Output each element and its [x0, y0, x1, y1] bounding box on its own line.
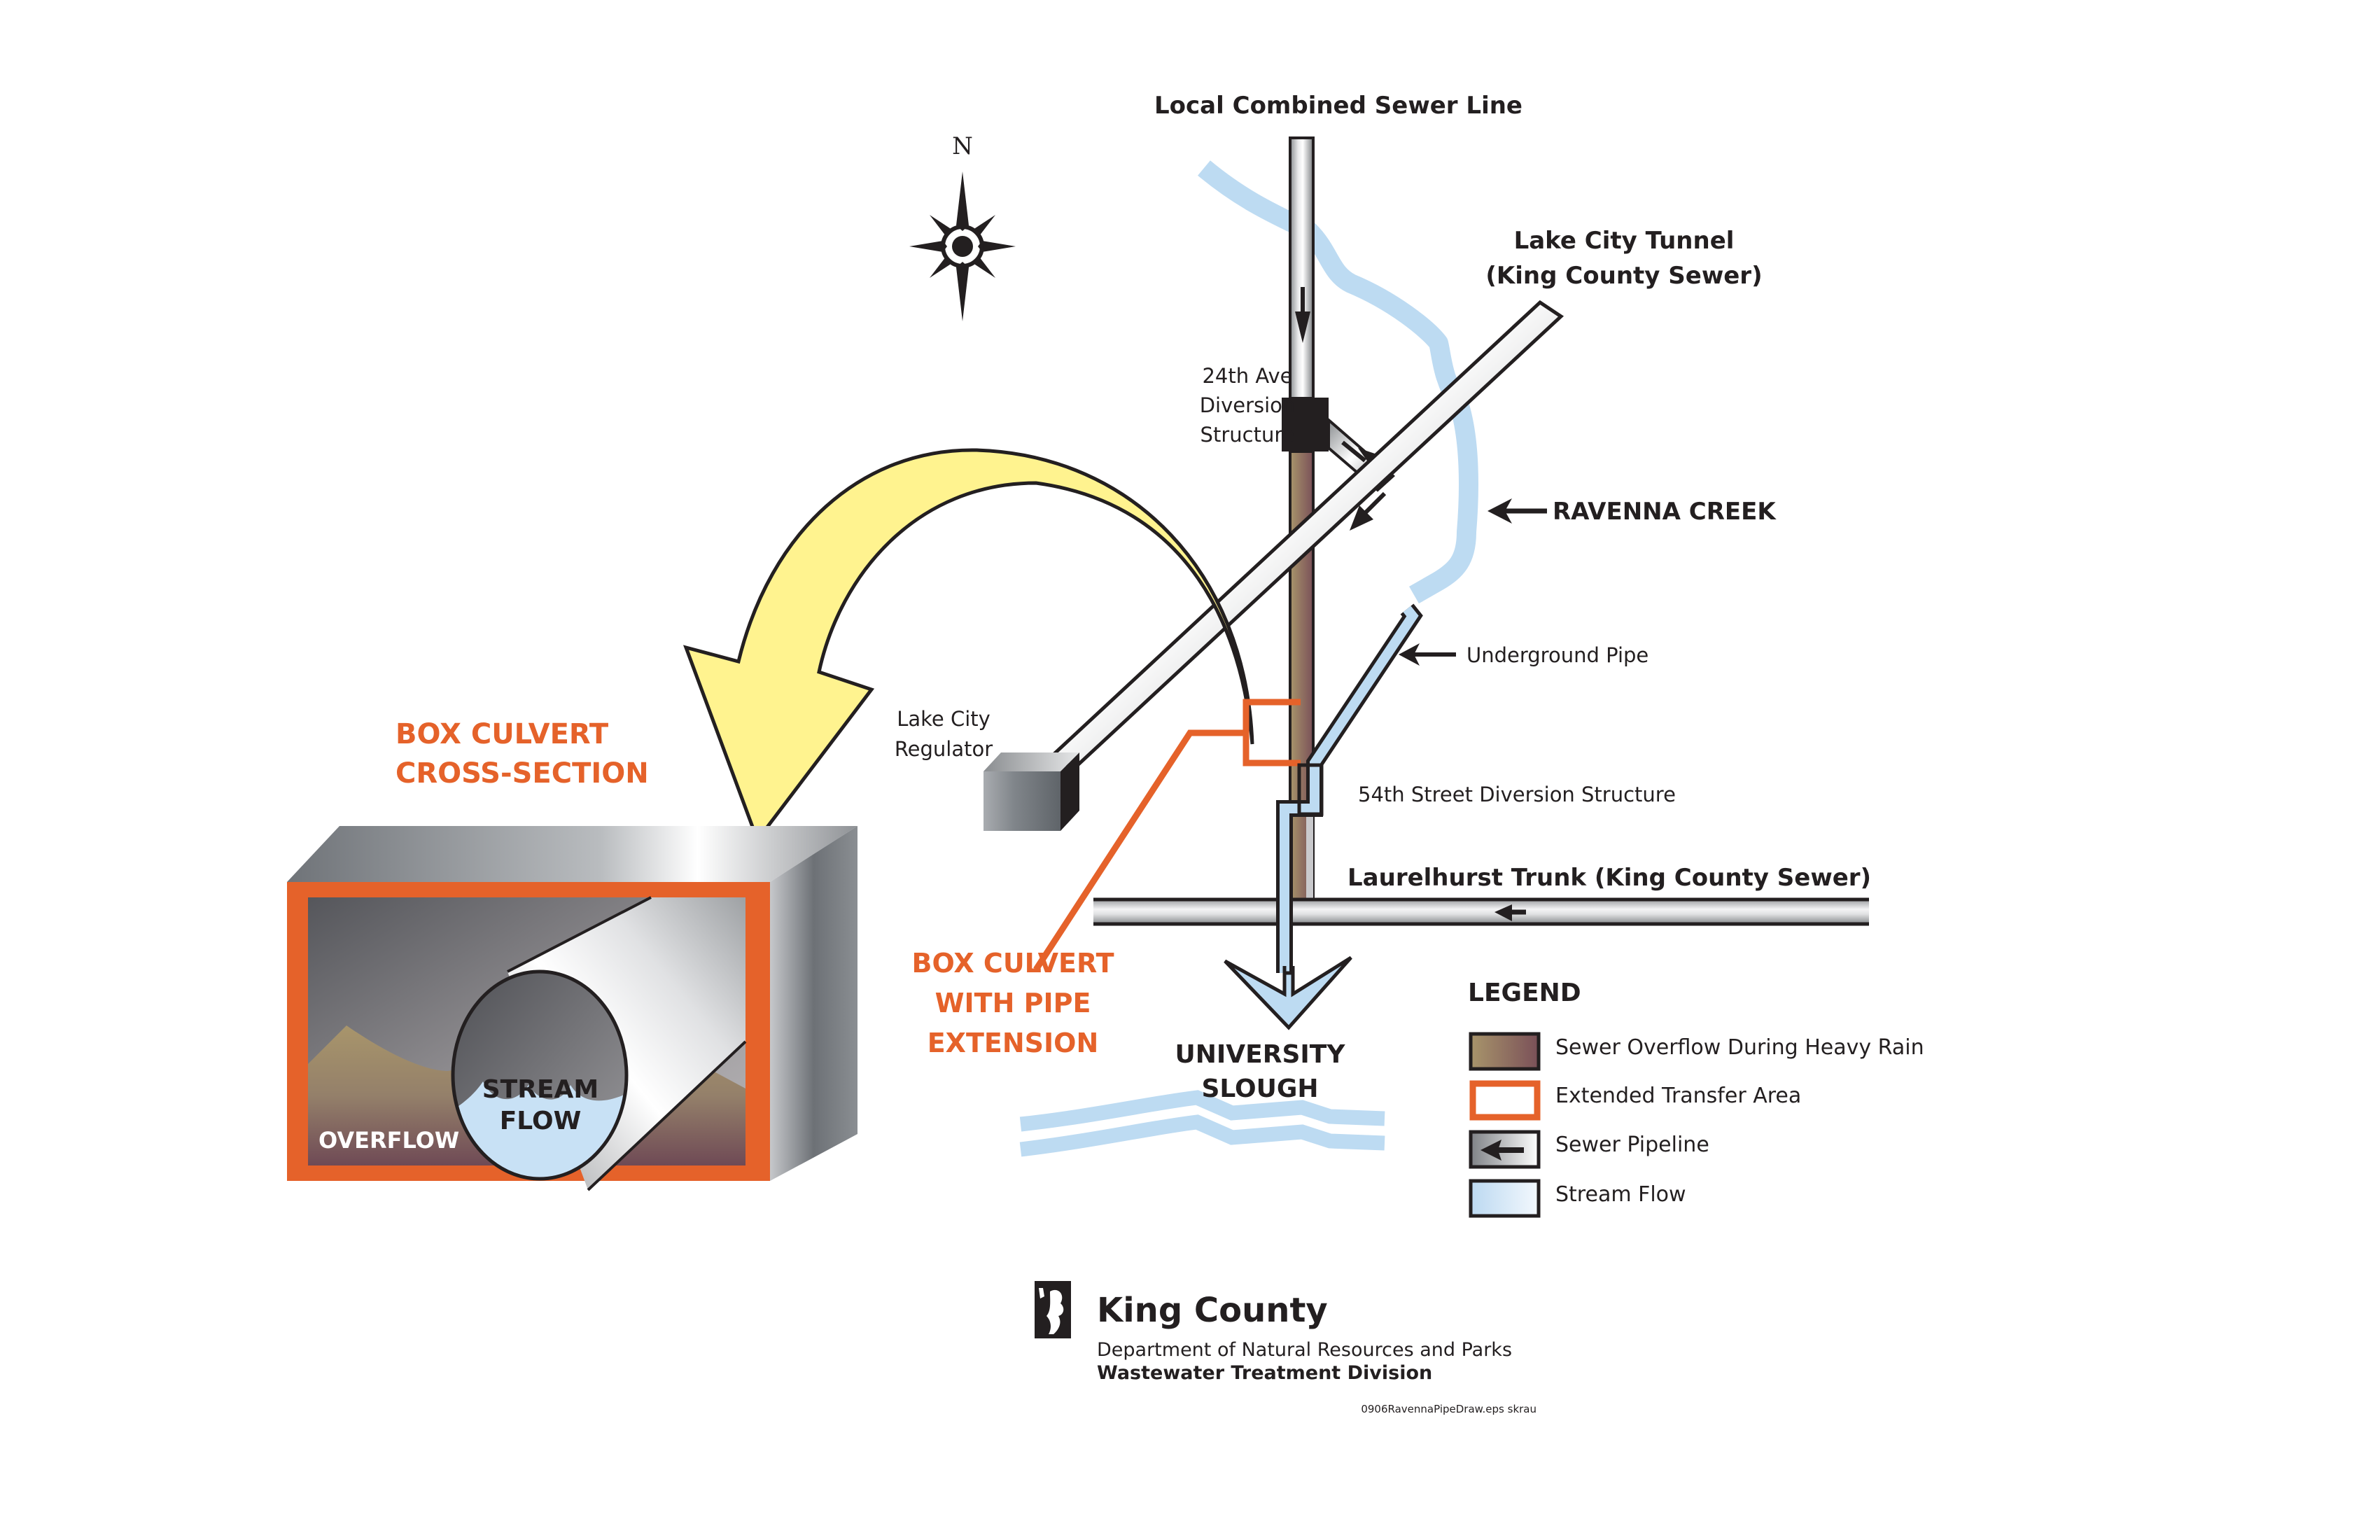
underground-pipe-pointer-icon	[1399, 643, 1456, 666]
label-ravenna-creek: RAVENNA CREEK	[1553, 498, 1777, 526]
legend-arrow-icon	[1480, 1140, 1524, 1161]
label-box-culvert-pipe-1: BOX CULVERT	[911, 948, 1114, 979]
flow-arrow-left-icon	[1494, 904, 1526, 921]
flow-arrow-down-icon	[1295, 287, 1310, 343]
label-box-culvert-pipe-3: EXTENSION	[927, 1028, 1099, 1058]
label-lake-city-tunnel-1: Lake City Tunnel	[1514, 227, 1735, 255]
label-box-culvert-pipe-2: WITH PIPE	[935, 988, 1091, 1018]
legend-swatch-transfer-area	[1469, 1080, 1541, 1121]
legend: LEGEND Sewer Overflow During Heavy Rain …	[1468, 979, 1924, 1218]
legend-label-stream-flow: Stream Flow	[1555, 1182, 1686, 1207]
cross-section-title-1: BOX CULVERT	[396, 718, 609, 750]
footer-org-name: King County	[1097, 1291, 1328, 1330]
compass-north-label: N	[952, 132, 973, 160]
university-slough-waves	[1019, 1090, 1385, 1157]
label-university-slough-1: UNIVERSITY	[1175, 1040, 1346, 1069]
label-underground-pipe: Underground Pipe	[1466, 643, 1648, 667]
label-24th-ave-3: Structure	[1200, 423, 1295, 447]
label-lake-city-regulator-2: Regulator	[895, 737, 993, 761]
label-54th-street-diversion: 54th Street Diversion Structure	[1358, 783, 1676, 806]
diversion-structure-54th-street	[1297, 763, 1324, 816]
laurelhurst-trunk-pipe	[1093, 897, 1869, 926]
legend-swatch-stream-flow	[1469, 1179, 1541, 1218]
compass-rose-icon	[909, 172, 1016, 321]
ravenna-creek-pointer-icon	[1488, 498, 1547, 524]
label-overflow: OVERFLOW	[318, 1127, 459, 1154]
label-24th-ave-1: 24th Ave	[1202, 364, 1292, 388]
label-laurelhurst-trunk: Laurelhurst Trunk (King County Sewer)	[1348, 864, 1871, 892]
flow-arrow-tunnel-icon	[1350, 491, 1387, 531]
diversion-structure-24th-ave	[1282, 398, 1329, 451]
box-culvert-cross-section	[287, 826, 858, 1191]
label-24th-ave-2: Diversion	[1200, 393, 1296, 417]
label-stream-flow-1: STREAM	[482, 1075, 598, 1104]
callout-curved-arrow-icon	[682, 448, 1254, 844]
lake-city-regulator-box	[983, 752, 1079, 831]
cross-section-title-2: CROSS-SECTION	[396, 757, 649, 790]
legend-title: LEGEND	[1468, 979, 1581, 1007]
extended-transfer-area-outline	[1033, 699, 1301, 972]
label-lake-city-regulator-1: Lake City	[897, 707, 990, 731]
stream-down-arrow-icon	[1224, 955, 1352, 1030]
legend-label-transfer-area: Extended Transfer Area	[1555, 1084, 1801, 1108]
legend-label-sewer-overflow: Sewer Overflow During Heavy Rain	[1555, 1035, 1924, 1060]
king-county-logo-icon	[1035, 1281, 1071, 1338]
label-local-combined-sewer-line: Local Combined Sewer Line	[1154, 92, 1522, 120]
underground-stream-pipe	[1276, 603, 1423, 973]
legend-label-sewer-pipeline: Sewer Pipeline	[1555, 1133, 1709, 1157]
label-stream-flow-2: FLOW	[500, 1107, 582, 1135]
footer-department: Department of Natural Resources and Park…	[1097, 1339, 1512, 1361]
label-university-slough-2: SLOUGH	[1201, 1074, 1318, 1103]
footer-file-credit: 0906RavennaPipeDraw.eps skrau	[1361, 1403, 1536, 1415]
label-lake-city-tunnel-2: (King County Sewer)	[1485, 262, 1762, 290]
footer-division: Wastewater Treatment Division	[1097, 1362, 1432, 1384]
legend-swatch-sewer-overflow	[1469, 1032, 1541, 1071]
